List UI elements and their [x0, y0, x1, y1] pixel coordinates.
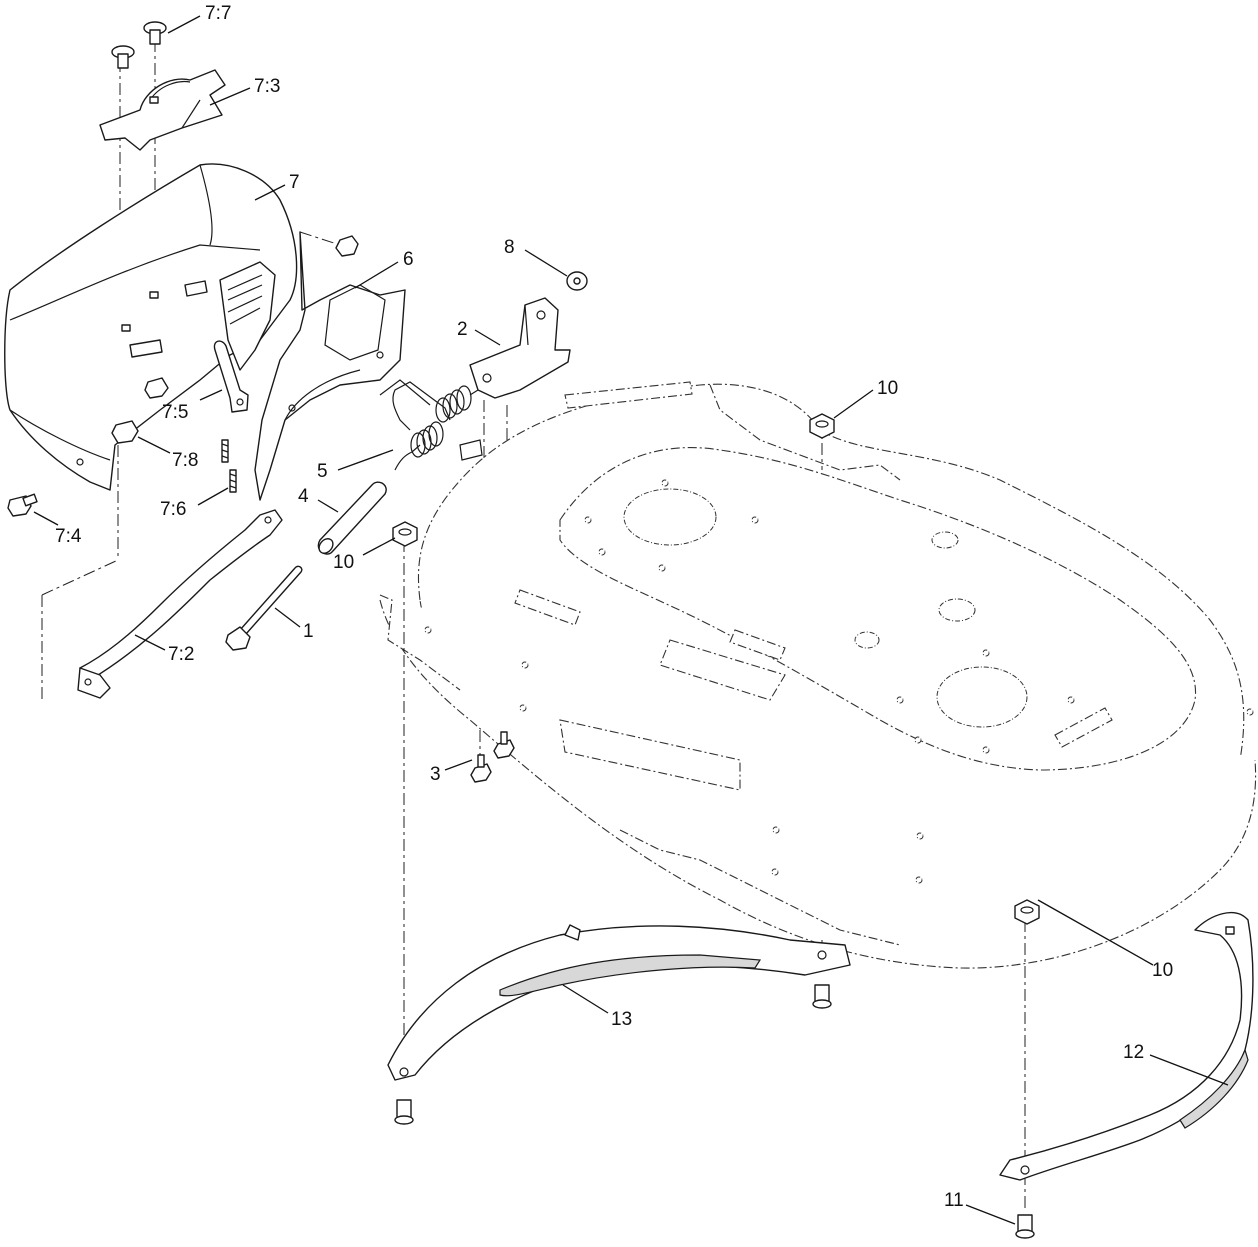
hex-bolt — [225, 565, 303, 651]
spring-bracket — [459, 297, 571, 461]
discharge-chute-hood — [4, 163, 298, 491]
callout-7-3: 7:3 — [254, 76, 280, 97]
callout-7: 7 — [289, 172, 300, 193]
sleeve — [317, 481, 387, 555]
callout-7-6: 7:6 — [160, 499, 186, 520]
spring-coil-upper — [435, 385, 472, 423]
hood-bracket — [99, 69, 226, 151]
callout-6: 6 — [403, 249, 414, 270]
callout-11: 11 — [944, 1190, 964, 1211]
callout-13: 13 — [611, 1009, 632, 1030]
callout-1: 1 — [303, 621, 314, 642]
pivot-link — [213, 340, 249, 493]
lock-nut-b — [392, 521, 418, 547]
callout-7-7: 7:7 — [205, 3, 231, 24]
rear-baffle — [999, 911, 1254, 1239]
callout-10-c: 10 — [1152, 960, 1173, 981]
callout-3: 3 — [430, 764, 441, 785]
spacer — [566, 271, 588, 291]
callout-8: 8 — [504, 237, 515, 258]
callout-10-b: 10 — [333, 552, 354, 573]
callout-7-2: 7:2 — [168, 644, 194, 665]
callout-2: 2 — [457, 319, 468, 340]
mower-deck-outline — [379, 381, 1257, 969]
hood-support-rod — [77, 509, 283, 699]
callout-labels: 7:7 7:3 7 6 8 2 10 7:5 7:8 5 7:6 4 10 7:… — [55, 3, 1173, 1211]
lock-nut-c — [1014, 899, 1040, 925]
callout-4: 4 — [298, 486, 309, 507]
deflector-bolt — [335, 235, 359, 257]
callout-5: 5 — [317, 461, 328, 482]
callout-10-a: 10 — [877, 378, 898, 399]
callout-7-4: 7:4 — [55, 526, 82, 547]
flange-screws — [470, 731, 515, 783]
hood-nuts — [111, 377, 169, 444]
callout-12: 12 — [1123, 1042, 1144, 1063]
lock-nut-a — [809, 413, 835, 439]
lock-nuts — [392, 413, 1040, 925]
spring-coil-lower — [410, 421, 444, 458]
extension-springs — [379, 379, 479, 471]
hood-bolt — [7, 493, 38, 517]
leader-lines — [33, 15, 1229, 1225]
callout-7-8: 7:8 — [172, 450, 198, 471]
front-baffle — [387, 924, 851, 1125]
carriage-bolts — [111, 21, 167, 69]
callout-7-5: 7:5 — [162, 402, 188, 423]
